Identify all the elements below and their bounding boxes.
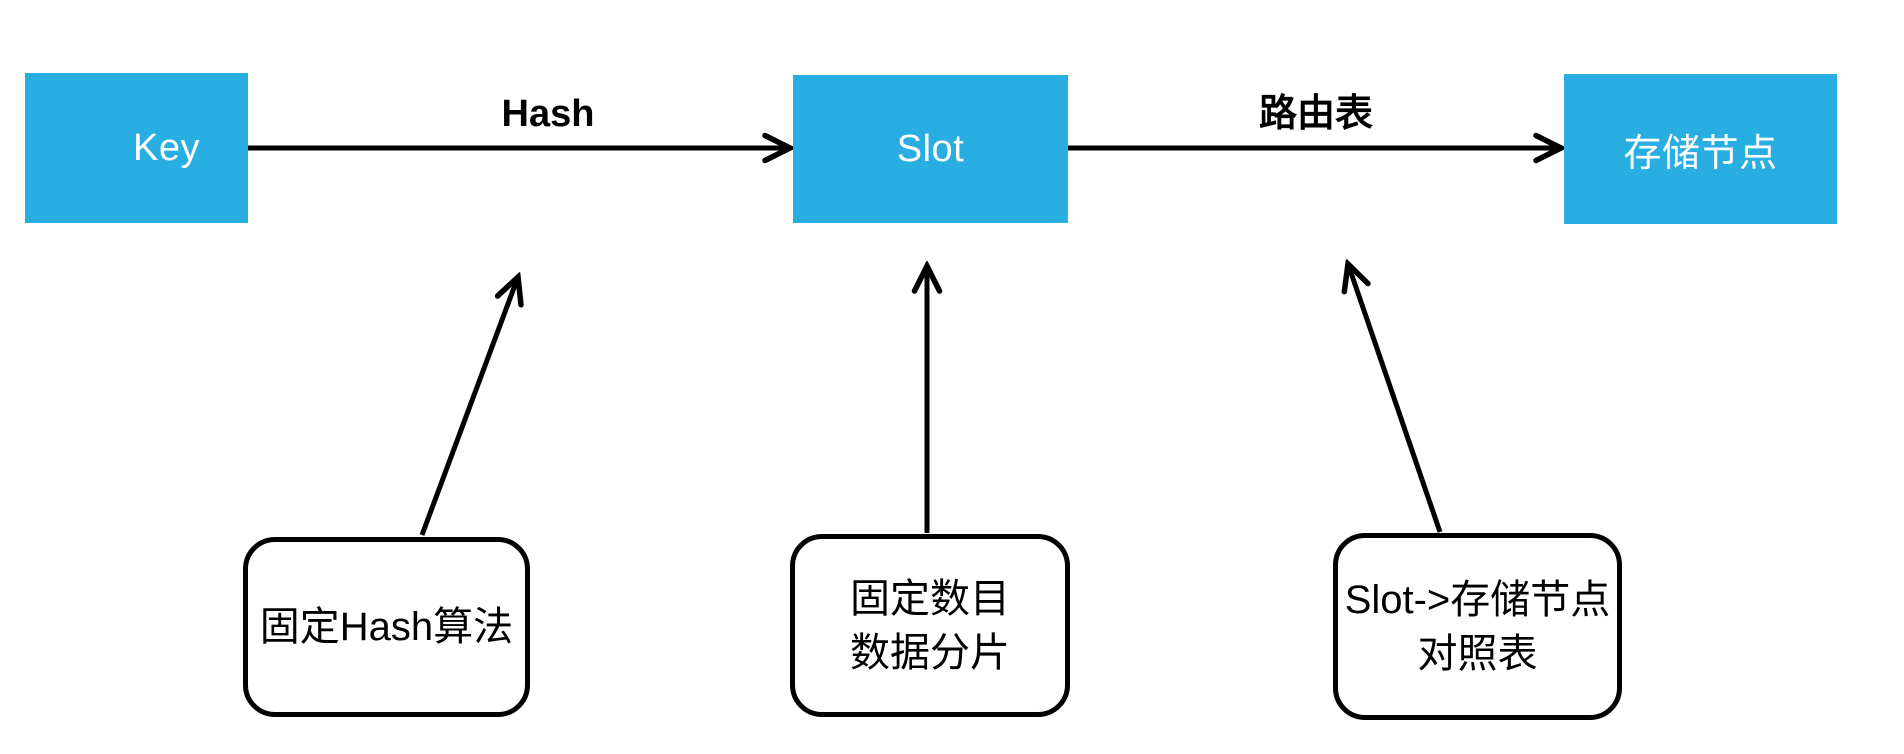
node-storage-node: 存储节点 [1564,74,1837,224]
annotation-arrow-hash-algorithm [419,277,518,536]
annotation-arrow-mapping-table [1348,264,1443,533]
annotation-fixed-number-data-shards: 固定数目 数据分片 [790,534,1070,717]
edge-label-routing-table: 路由表 [1258,93,1374,135]
node-slot-label: Slot [896,127,965,170]
node-key: Key [25,73,248,223]
node-slot: Slot [793,75,1068,223]
annotation-slot-to-storage-mapping-table: Slot->存储节点 对照表 [1333,533,1622,720]
edge-label-hash: Hash [501,93,595,135]
node-storage-node-label: 存储节点 [1623,132,1778,175]
node-key-label: Key [133,126,200,169]
annotation-fixed-hash-algorithm: 固定Hash算法 [243,537,530,717]
